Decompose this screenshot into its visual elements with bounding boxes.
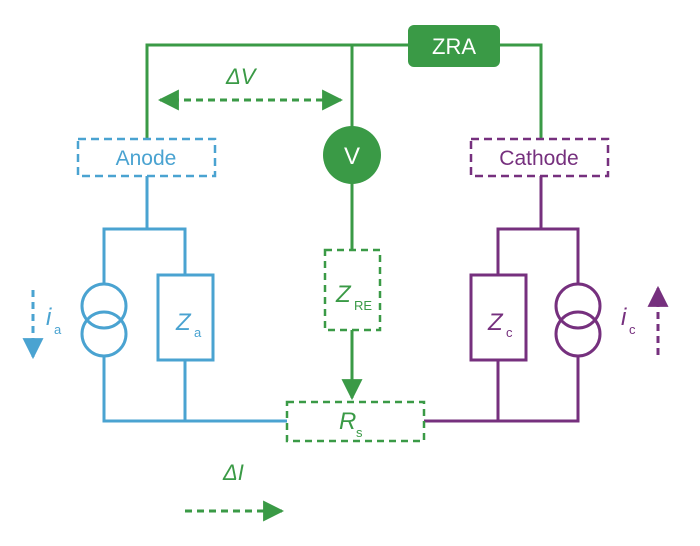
cathode-box: Cathode (469, 137, 610, 178)
ia-letter: i (46, 304, 52, 331)
zc-letter: Z (487, 309, 504, 336)
rs-letter: R (339, 408, 356, 435)
ic-letter: i (621, 304, 627, 331)
ic-subscript: c (629, 322, 636, 337)
cathode-wiring (424, 176, 580, 423)
cathode-current-source (554, 282, 602, 358)
anode-label: Anode (116, 147, 177, 170)
anode-box: Anode (76, 137, 217, 178)
zc-box (469, 273, 528, 362)
za-letter: Z (175, 309, 192, 336)
delta-v-label: ΔV (225, 64, 258, 89)
zre-subscript: RE (354, 298, 372, 313)
rs-box (285, 400, 426, 443)
zra-box: ZRA (408, 25, 500, 67)
za-subscript: a (194, 325, 202, 340)
zre-letter: Z (335, 281, 352, 308)
rs-subscript: s (356, 425, 363, 440)
green-wiring (145, 43, 543, 395)
anode-current-source (80, 282, 128, 358)
delta-i-label: ΔI (222, 460, 244, 485)
anode-wiring (102, 176, 287, 423)
zc-subscript: c (506, 325, 513, 340)
voltmeter: V (323, 126, 381, 184)
ia-subscript: a (54, 322, 62, 337)
voltmeter-label: V (344, 143, 360, 170)
cathode-label: Cathode (499, 147, 578, 170)
zra-label: ZRA (432, 34, 476, 59)
zre-box (323, 248, 382, 332)
za-box (156, 273, 215, 362)
